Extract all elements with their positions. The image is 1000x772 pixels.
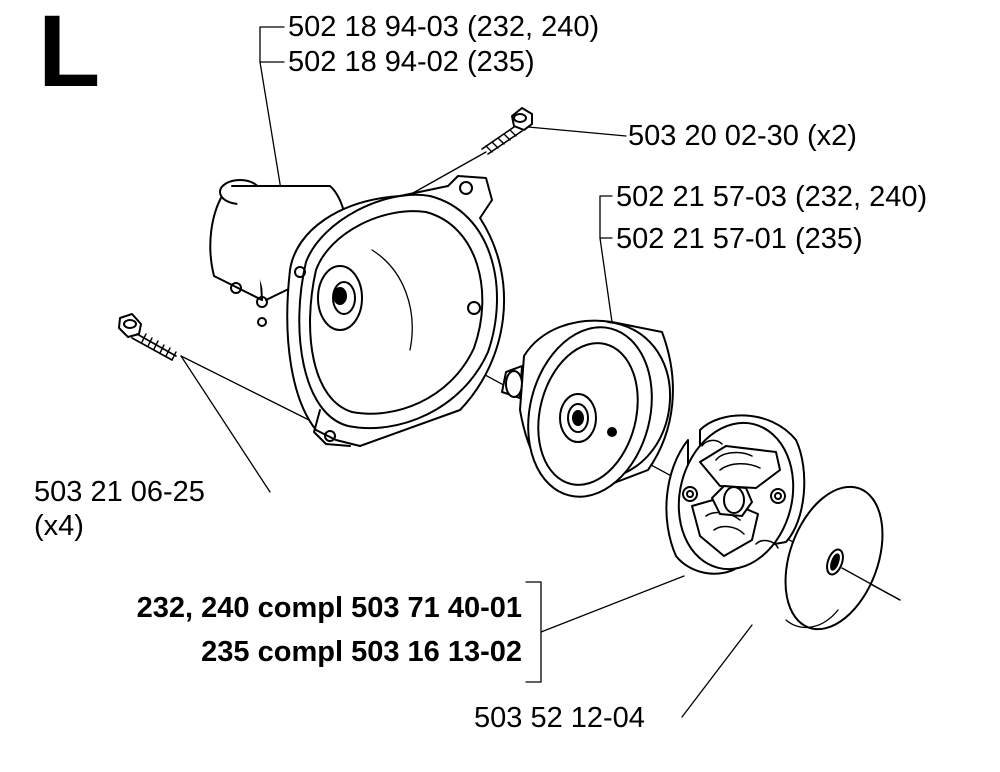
- washer: [784, 485, 901, 631]
- screw-left: [118, 313, 177, 361]
- label-screw-left-qty: (x4): [34, 510, 84, 542]
- clutch-drum: [501, 319, 674, 498]
- label-clutch-235: 235 compl 503 16 13-02: [201, 636, 522, 668]
- section-letter: L: [38, 0, 101, 108]
- label-clutch-232-240: 232, 240 compl 503 71 40-01: [136, 592, 522, 624]
- clutch-housing: [209, 175, 506, 447]
- clutch-assembly: [665, 414, 806, 575]
- label-washer: 503 52 12-04: [474, 702, 645, 734]
- label-screw-left: 503 21 06-25: [34, 476, 205, 508]
- label-drum-232-240: 502 21 57-03 (232, 240): [616, 181, 928, 213]
- screw-top: [412, 107, 533, 194]
- label-housing-232-240: 502 18 94-03 (232, 240): [288, 11, 600, 43]
- label-drum-235: 502 21 57-01 (235): [616, 223, 863, 255]
- label-screw-top: 503 20 02-30 (x2): [628, 120, 857, 152]
- label-housing-235: 502 18 94-02 (235): [288, 46, 535, 78]
